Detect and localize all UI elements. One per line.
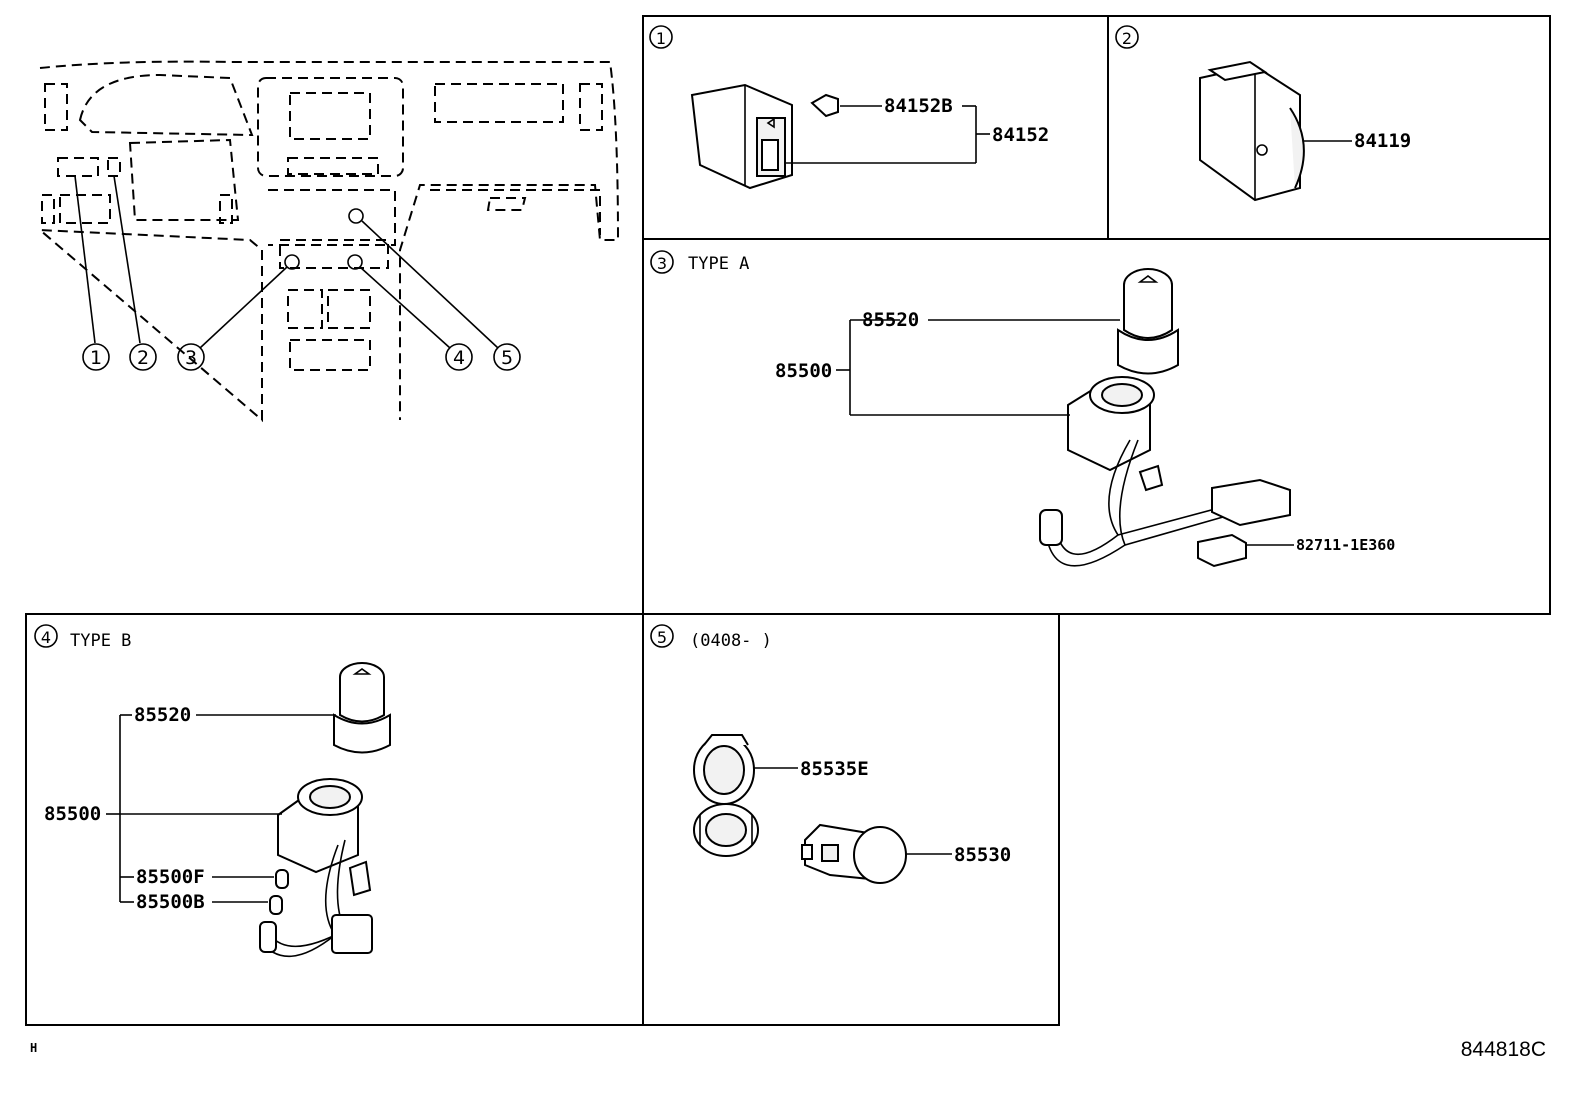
diagram-id: 844818C bbox=[1461, 1038, 1546, 1061]
switch-84119-part bbox=[1199, 60, 1305, 202]
label-84152b: 84152B bbox=[884, 95, 953, 117]
label-85500f: 85500F bbox=[136, 866, 205, 888]
label-85500-b: 85500 bbox=[44, 803, 101, 825]
svg-text:4: 4 bbox=[453, 347, 465, 369]
svg-text:4: 4 bbox=[41, 628, 51, 647]
callout-1: 1 bbox=[82, 343, 110, 371]
panel-2-index: 2 bbox=[1115, 25, 1139, 49]
bulb-85500f-part bbox=[275, 869, 289, 889]
panel-3: 3 TYPE A 85520 85500 bbox=[650, 250, 1395, 568]
panel-4: 4 TYPE B 85520 85500 85500 bbox=[34, 624, 391, 958]
overview-callouts: 1 2 3 4 5 bbox=[82, 343, 521, 371]
socket-85500-b-part bbox=[259, 778, 373, 958]
panel-5-title: (0408- ) bbox=[690, 631, 772, 651]
label-85500b: 85500B bbox=[136, 891, 205, 913]
label-85500-a: 85500 bbox=[775, 360, 832, 382]
svg-text:2: 2 bbox=[1122, 29, 1132, 48]
socket-85530-part bbox=[801, 823, 907, 884]
label-85535e: 85535E bbox=[800, 758, 869, 780]
footer-mark: H bbox=[30, 1041, 37, 1055]
svg-text:3: 3 bbox=[185, 347, 197, 369]
callout-3: 3 bbox=[177, 343, 205, 371]
clip-82711-part bbox=[1197, 533, 1247, 568]
panel-1-index: 1 bbox=[649, 25, 673, 49]
svg-text:5: 5 bbox=[657, 628, 667, 647]
label-84119: 84119 bbox=[1354, 130, 1411, 152]
bulb-85500b-part bbox=[269, 895, 283, 915]
dashboard-overview bbox=[37, 60, 620, 423]
svg-text:1: 1 bbox=[656, 29, 666, 48]
panel-2: 2 84119 bbox=[1115, 25, 1411, 202]
callout-4: 4 bbox=[445, 343, 473, 371]
label-85520-a: 85520 bbox=[862, 309, 919, 331]
label-84152: 84152 bbox=[992, 124, 1049, 146]
plug-85520-part bbox=[1117, 268, 1179, 375]
label-85530: 85530 bbox=[954, 844, 1011, 866]
panel-3-index: 3 bbox=[650, 250, 674, 274]
panel-frames bbox=[25, 15, 1551, 1026]
svg-text:3: 3 bbox=[657, 254, 667, 273]
panel-5-index: 5 bbox=[650, 624, 674, 648]
svg-text:1: 1 bbox=[90, 347, 102, 369]
svg-text:2: 2 bbox=[137, 347, 149, 369]
label-85520-b: 85520 bbox=[134, 704, 191, 726]
panel-4-index: 4 bbox=[34, 624, 58, 648]
svg-text:5: 5 bbox=[501, 347, 513, 369]
panel-3-title: TYPE A bbox=[688, 254, 749, 274]
callout-2: 2 bbox=[129, 343, 157, 371]
cover-85535e-part bbox=[693, 734, 759, 857]
callout-5: 5 bbox=[493, 343, 521, 371]
plug-85520-b-part bbox=[333, 662, 391, 754]
panel-5: 5 (0408- ) 85535E 85530 bbox=[650, 624, 1011, 884]
panel-4-title: TYPE B bbox=[70, 631, 131, 651]
panel-1: 1 84152B 84152 bbox=[649, 25, 1049, 190]
label-82711-1e360: 82711-1E360 bbox=[1296, 536, 1395, 554]
socket-85500-part bbox=[1039, 376, 1291, 567]
bulb-84152b-part bbox=[810, 93, 839, 118]
dimmer-switch-part bbox=[690, 83, 793, 190]
